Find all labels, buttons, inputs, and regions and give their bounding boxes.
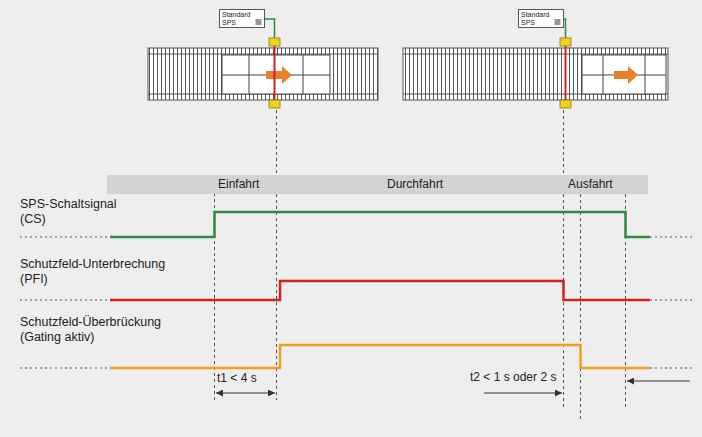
plc-icon	[255, 19, 262, 25]
conveyor	[148, 19, 378, 108]
guide-line	[214, 175, 215, 400]
icon-bar	[555, 20, 561, 21]
signal-name: Schutzfeld-Überbrückung (Gating aktiv)	[20, 315, 165, 345]
package	[222, 55, 330, 94]
phase-name: Durchfahrt	[387, 177, 443, 192]
cs-signal	[110, 212, 650, 237]
sensor	[269, 38, 280, 46]
guide-line	[276, 110, 277, 400]
light-beam	[274, 46, 276, 100]
dotted-level	[650, 300, 692, 301]
dotted-level	[650, 368, 692, 369]
plc-label: Standard SPS	[222, 11, 254, 26]
icon-bar	[256, 24, 262, 25]
icon-bar	[555, 22, 561, 23]
dotted-level	[20, 237, 110, 238]
plc-box: Standard SPS	[518, 9, 564, 28]
guide-line	[580, 194, 581, 420]
roller-conveyor	[403, 48, 668, 100]
dotted-level	[20, 368, 110, 369]
time-arrow	[627, 381, 690, 382]
time-arrow	[216, 393, 275, 394]
phase-name: Ausfahrt	[568, 177, 613, 192]
roller-conveyor	[148, 48, 378, 100]
sensor	[560, 100, 571, 108]
rail	[148, 54, 378, 55]
plc-box: Standard SPS	[219, 9, 265, 28]
guide-lines	[215, 110, 626, 420]
sensor	[560, 38, 571, 46]
light-beam	[565, 46, 567, 100]
guide-line	[563, 110, 564, 408]
dotted-level	[20, 300, 110, 301]
icon-bar	[256, 22, 262, 23]
phase-band: Einfahrt Durchfahrt Ausfahrt	[107, 175, 648, 194]
pfi-signal	[110, 281, 650, 300]
direction-arrow	[614, 66, 638, 84]
conveyor	[403, 19, 668, 108]
rail	[403, 54, 668, 55]
plc-label: Standard SPS	[521, 11, 553, 26]
time-label: t2 < 1 s oder 2 s	[468, 370, 558, 385]
sensor	[269, 100, 280, 108]
gating-signal	[110, 345, 650, 368]
icon-bar	[555, 24, 561, 25]
signal-extensions	[20, 237, 692, 368]
time-label: t1 < 4 s	[215, 371, 259, 386]
package	[582, 55, 666, 94]
direction-arrow	[266, 66, 292, 84]
signal-name: SPS-Schaltsignal (CS)	[20, 197, 120, 227]
plc-icon	[554, 19, 561, 25]
time-arrow	[484, 393, 562, 394]
dotted-level	[650, 237, 692, 238]
phase-name: Einfahrt	[218, 177, 259, 192]
signal-name: Schutzfeld-Unterbrechung (PFI)	[20, 257, 169, 287]
icon-bar	[256, 20, 262, 21]
